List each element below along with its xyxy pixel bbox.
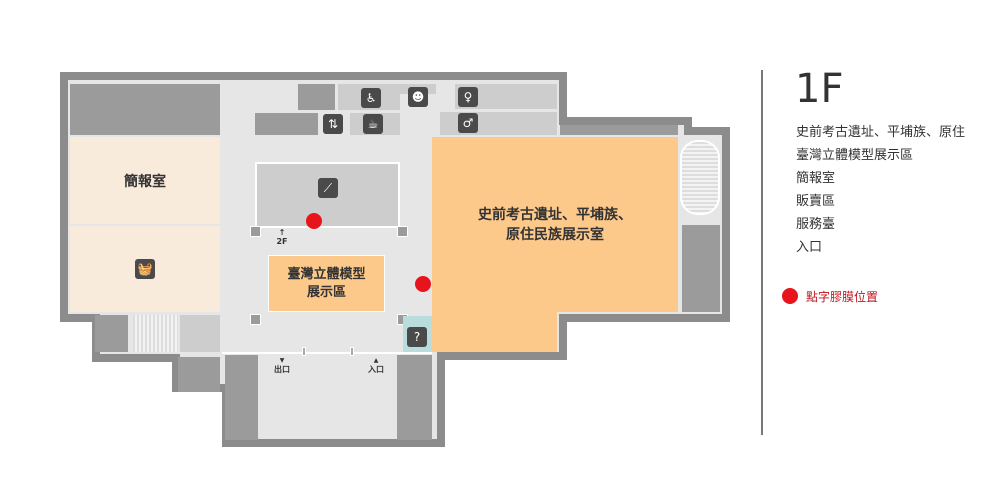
- family-restroom-icon: ☻: [408, 87, 428, 107]
- braille-marker[interactable]: [415, 276, 431, 292]
- left-storage: [95, 315, 128, 352]
- entrance-line: [222, 352, 432, 354]
- legend-item: 臺灣立體模型展示區: [796, 148, 914, 163]
- legend-divider: [761, 70, 763, 435]
- pillar: [250, 226, 261, 237]
- model-label-line1: 臺灣立體模型: [287, 266, 366, 282]
- up-arrow: ↑: [278, 228, 286, 237]
- exhibition-room[interactable]: 史前考古遺址、平埔族、原住民族展示室: [432, 137, 678, 312]
- male-restroom-icon: ♂: [458, 113, 478, 133]
- model-label-line2: 展示區: [306, 284, 346, 300]
- legend-item: 史前考古遺址、平埔族、原住民族展示室: [796, 125, 966, 140]
- entrance-label[interactable]: ▲入口: [364, 357, 388, 375]
- shop-basket-icon: 🧺: [135, 259, 155, 279]
- service-block: [298, 84, 335, 110]
- left-stairs: [133, 315, 178, 352]
- legend-marker-dot: [782, 288, 798, 304]
- braille-marker[interactable]: [306, 213, 322, 229]
- info-help-icon: ?: [407, 327, 427, 347]
- wheelchair-icon: ♿: [361, 88, 381, 108]
- entrance-text: 入口: [368, 365, 384, 374]
- right-storage: [682, 225, 720, 312]
- right-stairs: [680, 140, 720, 215]
- exhibition-room-annex: [432, 312, 557, 352]
- upstairs-text: 2F: [276, 237, 288, 246]
- wall-strip: [560, 125, 678, 135]
- left-block: [180, 315, 220, 352]
- briefing-room[interactable]: 簡報室: [70, 137, 220, 224]
- exit-text: 出口: [274, 365, 290, 374]
- legend-item: 服務臺: [796, 217, 836, 232]
- elevator-icon: ⇅: [323, 114, 343, 134]
- entrance-arrow-icon: ▲: [373, 357, 379, 364]
- door-marker: [350, 347, 354, 356]
- storage-block-2: [255, 113, 318, 135]
- door-marker: [302, 347, 306, 356]
- legend-item: 販賣區: [796, 194, 836, 209]
- pillar: [250, 314, 261, 325]
- model-exhibit-area[interactable]: 臺灣立體模型展示區: [268, 255, 385, 312]
- bottom-right-pillar: [397, 355, 432, 440]
- bottom-left-pillar: [225, 355, 258, 440]
- shop-area[interactable]: 🧺: [70, 226, 220, 312]
- escalator-icon: ⟋: [318, 178, 338, 198]
- female-restroom-icon: ♀: [458, 87, 478, 107]
- upstairs-label: ↑2F: [272, 228, 292, 246]
- pillar: [397, 226, 408, 237]
- legend-marker-label: 點字膠膜位置: [806, 290, 879, 304]
- cafe-icon: ☕: [363, 114, 383, 134]
- exit-arrow-icon: ▼: [279, 357, 285, 364]
- briefing-room-label: 簡報室: [124, 173, 166, 190]
- legend-item: 入口: [796, 240, 823, 255]
- floor-title: 1F: [795, 66, 844, 112]
- storage-block: [70, 84, 220, 135]
- exit-label[interactable]: ▼出口: [270, 357, 294, 375]
- exhibition-label-line2: 原住民族展示室: [506, 226, 604, 243]
- exhibition-label-line1: 史前考古遺址、平埔族、: [478, 206, 632, 223]
- legend-item: 簡報室: [796, 171, 836, 186]
- left-lower-block: [178, 357, 220, 392]
